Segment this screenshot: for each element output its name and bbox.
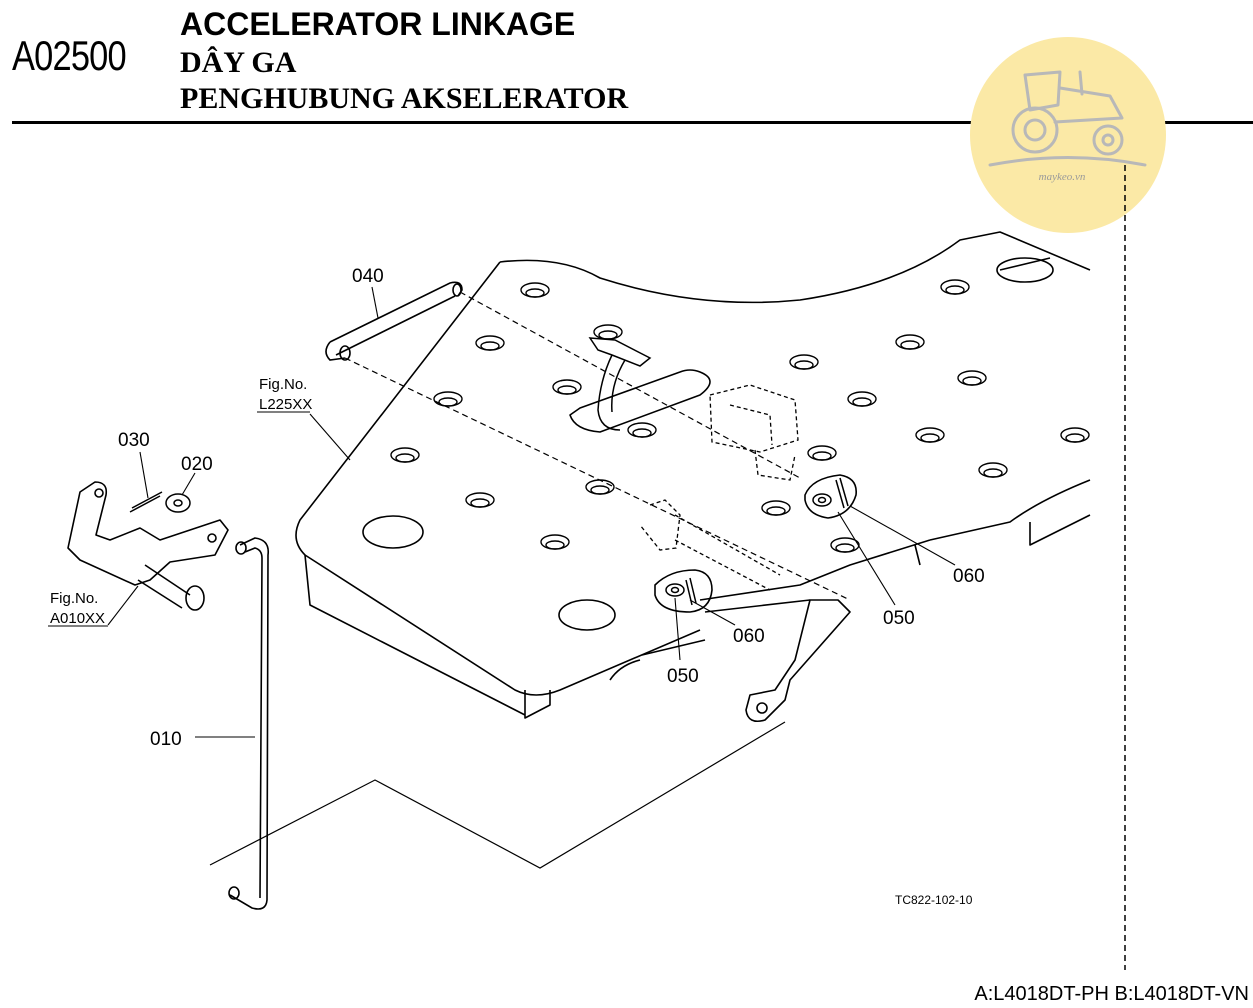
callout-050-lower: 050 <box>667 666 699 687</box>
part-040-rod <box>325 281 463 361</box>
callout-050-upper: 050 <box>883 608 915 629</box>
callout-010: 010 <box>150 729 182 750</box>
floor-plate <box>295 231 1091 719</box>
washers-and-pins <box>665 477 849 606</box>
fig-ref-l225-code: L225XX <box>259 396 312 413</box>
watermark-text: maykeo.vn <box>1039 171 1086 183</box>
part-020-washer <box>165 493 191 513</box>
accelerator-pedal <box>588 337 652 431</box>
callout-060-lower: 060 <box>733 626 765 647</box>
title-malay: PENGHUBUNG AKSELERATOR <box>180 82 629 115</box>
callout-030: 030 <box>118 430 150 451</box>
fig-ref-l225-label: Fig.No. <box>259 376 307 393</box>
title-vietnamese: DÂY GA <box>180 46 297 79</box>
floor-grommets <box>390 279 1090 553</box>
pedal-shaft-bracket <box>67 481 229 611</box>
alignment-lines <box>344 291 851 601</box>
callout-020: 020 <box>181 454 213 475</box>
pedal-bracket-hidden <box>639 384 799 591</box>
drawing-code: TC822-102-10 <box>895 893 973 907</box>
title-english: ACCELERATOR LINKAGE <box>180 6 576 42</box>
fig-ref-a010-label: Fig.No. <box>50 590 98 607</box>
fig-ref-a010-code: A010XX <box>50 610 105 627</box>
model-footer: A:L4018DT-PH B:L4018DT-VN <box>974 983 1249 1005</box>
part-030-pin <box>129 491 163 513</box>
part-010-rod <box>228 537 270 910</box>
section-code: A02500 <box>12 32 127 79</box>
callout-040: 040 <box>352 266 384 287</box>
leader-lines <box>107 286 956 738</box>
tractor-icon <box>988 70 1147 167</box>
lever-assembly <box>641 474 931 723</box>
header-rule <box>12 121 1253 124</box>
watermark-logo: maykeo.vn <box>970 37 1166 233</box>
callout-060-upper: 060 <box>953 566 985 587</box>
